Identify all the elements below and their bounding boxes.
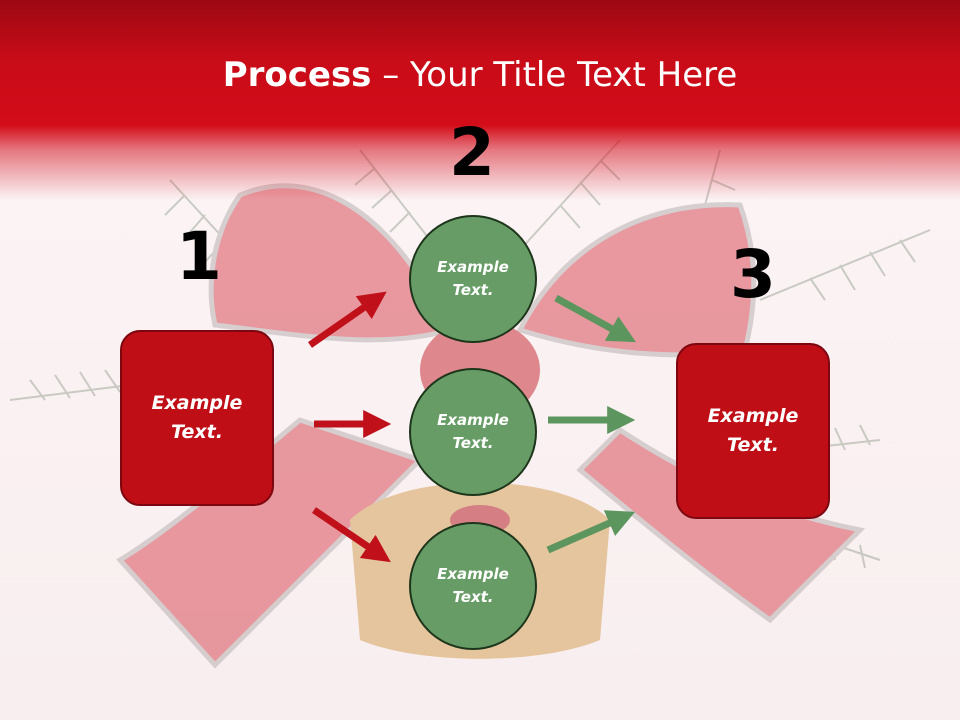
step-box-1: Example Text. [120,330,274,506]
arrow-green-up [546,510,636,554]
arrow-green-down [554,294,637,343]
process-circle-bottom-text: Example Text. [437,565,509,606]
process-circle-middle-text: Example Text. [437,411,509,452]
step-box-1-text: Example Text. [151,392,243,443]
step-box-3: Example Text. [676,343,830,519]
header-band [0,0,960,200]
step-number-3: 3 [730,236,776,313]
title-strong: Process [222,55,372,95]
process-circle-bottom: Example Text. [409,522,537,650]
step-number-2: 2 [449,114,495,191]
process-circle-top-text: Example Text. [437,258,509,299]
arrow-red-up [307,291,387,348]
arrow-red-down [312,507,391,563]
step-box-3-text: Example Text. [707,405,799,456]
title-rest: – Your Title Text Here [371,55,738,95]
step-number-1: 1 [176,218,222,295]
slide-title: Process – Your Title Text Here [0,52,960,98]
process-circle-middle: Example Text. [409,368,537,496]
process-circle-top: Example Text. [409,215,537,343]
